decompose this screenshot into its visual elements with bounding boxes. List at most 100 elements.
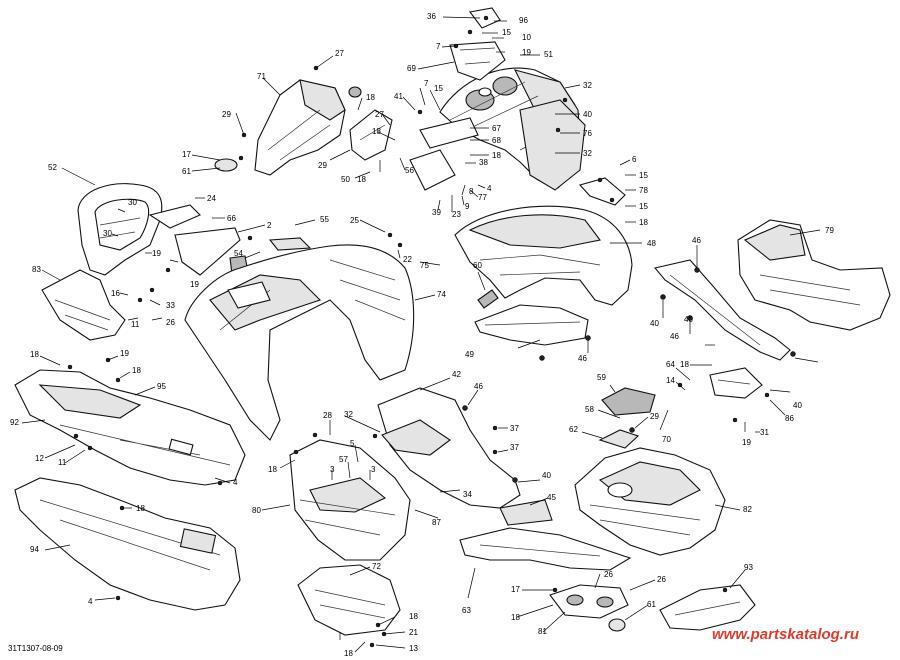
callout-label: 18 [344,649,353,658]
callout-label: 9 [465,202,470,211]
callout-label: 87 [432,518,441,527]
side-panel-42 [377,387,521,509]
callout-label: 80 [252,506,261,515]
storage-box-79 [737,219,891,331]
callout-label: 8 [469,187,474,196]
callout-label: 46 [670,332,679,341]
callout-label: 26 [604,570,613,579]
callout-label: 38 [479,158,488,167]
callout-label: 60 [473,261,482,270]
callout-label: 26 [166,318,175,327]
callout-label: 11 [58,458,67,467]
callout-label: 68 [492,136,501,145]
callout-label: 19 [522,48,531,57]
callout-label: 14 [666,376,675,385]
callout-label: 15 [502,28,511,37]
callout-label: 18 [680,360,689,369]
callout-label: 25 [350,216,359,225]
fender-piece-71 [254,79,346,176]
callout-label: 49 [465,350,474,359]
callout-label: 18 [372,127,381,136]
callout-label: 15 [639,171,648,180]
drawing-code: 31T1307-08-09 [8,644,63,653]
callout-label: 24 [207,194,216,203]
panel-63 [459,527,632,571]
callout-label: 18 [357,175,366,184]
callout-label: 13 [409,644,418,653]
callout-label: 29 [318,161,327,170]
callout-label: 29 [650,412,659,421]
callout-label: 82 [743,505,752,514]
skid-plate-83 [41,269,126,341]
callout-label: 30 [103,229,112,238]
cap-17 [214,158,238,172]
callout-label: 19 [742,438,751,447]
callout-label: 46 [578,354,587,363]
rack-52 [77,183,163,276]
callout-label: 40 [542,471,551,480]
callout-label: 21 [409,628,418,637]
callout-label: 81 [538,627,547,636]
bracket-50 [349,109,393,161]
callout-label: 46 [692,236,701,245]
callout-label: 19 [120,349,129,358]
callout-label: 29 [222,110,231,119]
callout-label: 79 [825,226,834,235]
callout-label: 62 [569,425,578,434]
front-body-82 [574,447,726,556]
callout-label: 18 [639,218,648,227]
callout-label: 93 [744,563,753,572]
callout-label: 15 [639,202,648,211]
headlight-81 [549,584,629,619]
callout-label: 96 [519,16,528,25]
callout-label: 18 [136,504,145,513]
callout-label: 83 [32,265,41,274]
callout-label: 32 [583,149,592,158]
callout-label: 18 [132,366,141,375]
callout-label: 5 [350,439,355,448]
callout-label: 26 [657,575,666,584]
callout-label: 36 [427,12,436,21]
callout-label: 16 [111,289,120,298]
callout-label: 4 [88,597,93,606]
bracket-62 [598,429,640,449]
callout-label: 61 [647,600,656,609]
callout-label: 69 [407,64,416,73]
plug-61-top [348,86,362,98]
callout-label: 45 [547,493,556,502]
callout-label: 52 [48,163,57,172]
callout-label: 4 [233,478,238,487]
callout-label: 18 [268,465,277,474]
callout-label: 31 [760,428,769,437]
callout-label: 48 [647,239,656,248]
callout-label: 86 [785,414,794,423]
callout-label: 37 [510,443,519,452]
panel-59 [601,387,656,416]
callout-label: 27 [335,49,344,58]
callout-label: 67 [492,124,501,133]
callout-label: 70 [662,435,671,444]
callout-label: 40 [684,315,693,324]
callout-label: 3 [371,465,376,474]
panel-45 [499,499,553,526]
callout-label: 40 [650,319,659,328]
callout-label: 46 [474,382,483,391]
skid-plate-95 [14,369,246,486]
side-panel-76 [519,99,586,191]
callout-label: 55 [320,215,329,224]
callout-label: 18 [511,613,520,622]
rear-fender-74 [184,244,415,441]
callout-label: 3 [330,465,335,474]
callout-label: 92 [10,418,19,427]
bracket-78 [578,177,626,206]
plug-61 [608,618,626,632]
callout-label: 40 [583,110,592,119]
light-55 [268,237,312,251]
callout-label: 23 [452,210,461,219]
callout-label: 56 [405,166,414,175]
callout-label: 40 [793,401,802,410]
callout-label: 41 [394,92,403,101]
callout-label: 17 [511,585,520,594]
callout-label: 74 [437,290,446,299]
